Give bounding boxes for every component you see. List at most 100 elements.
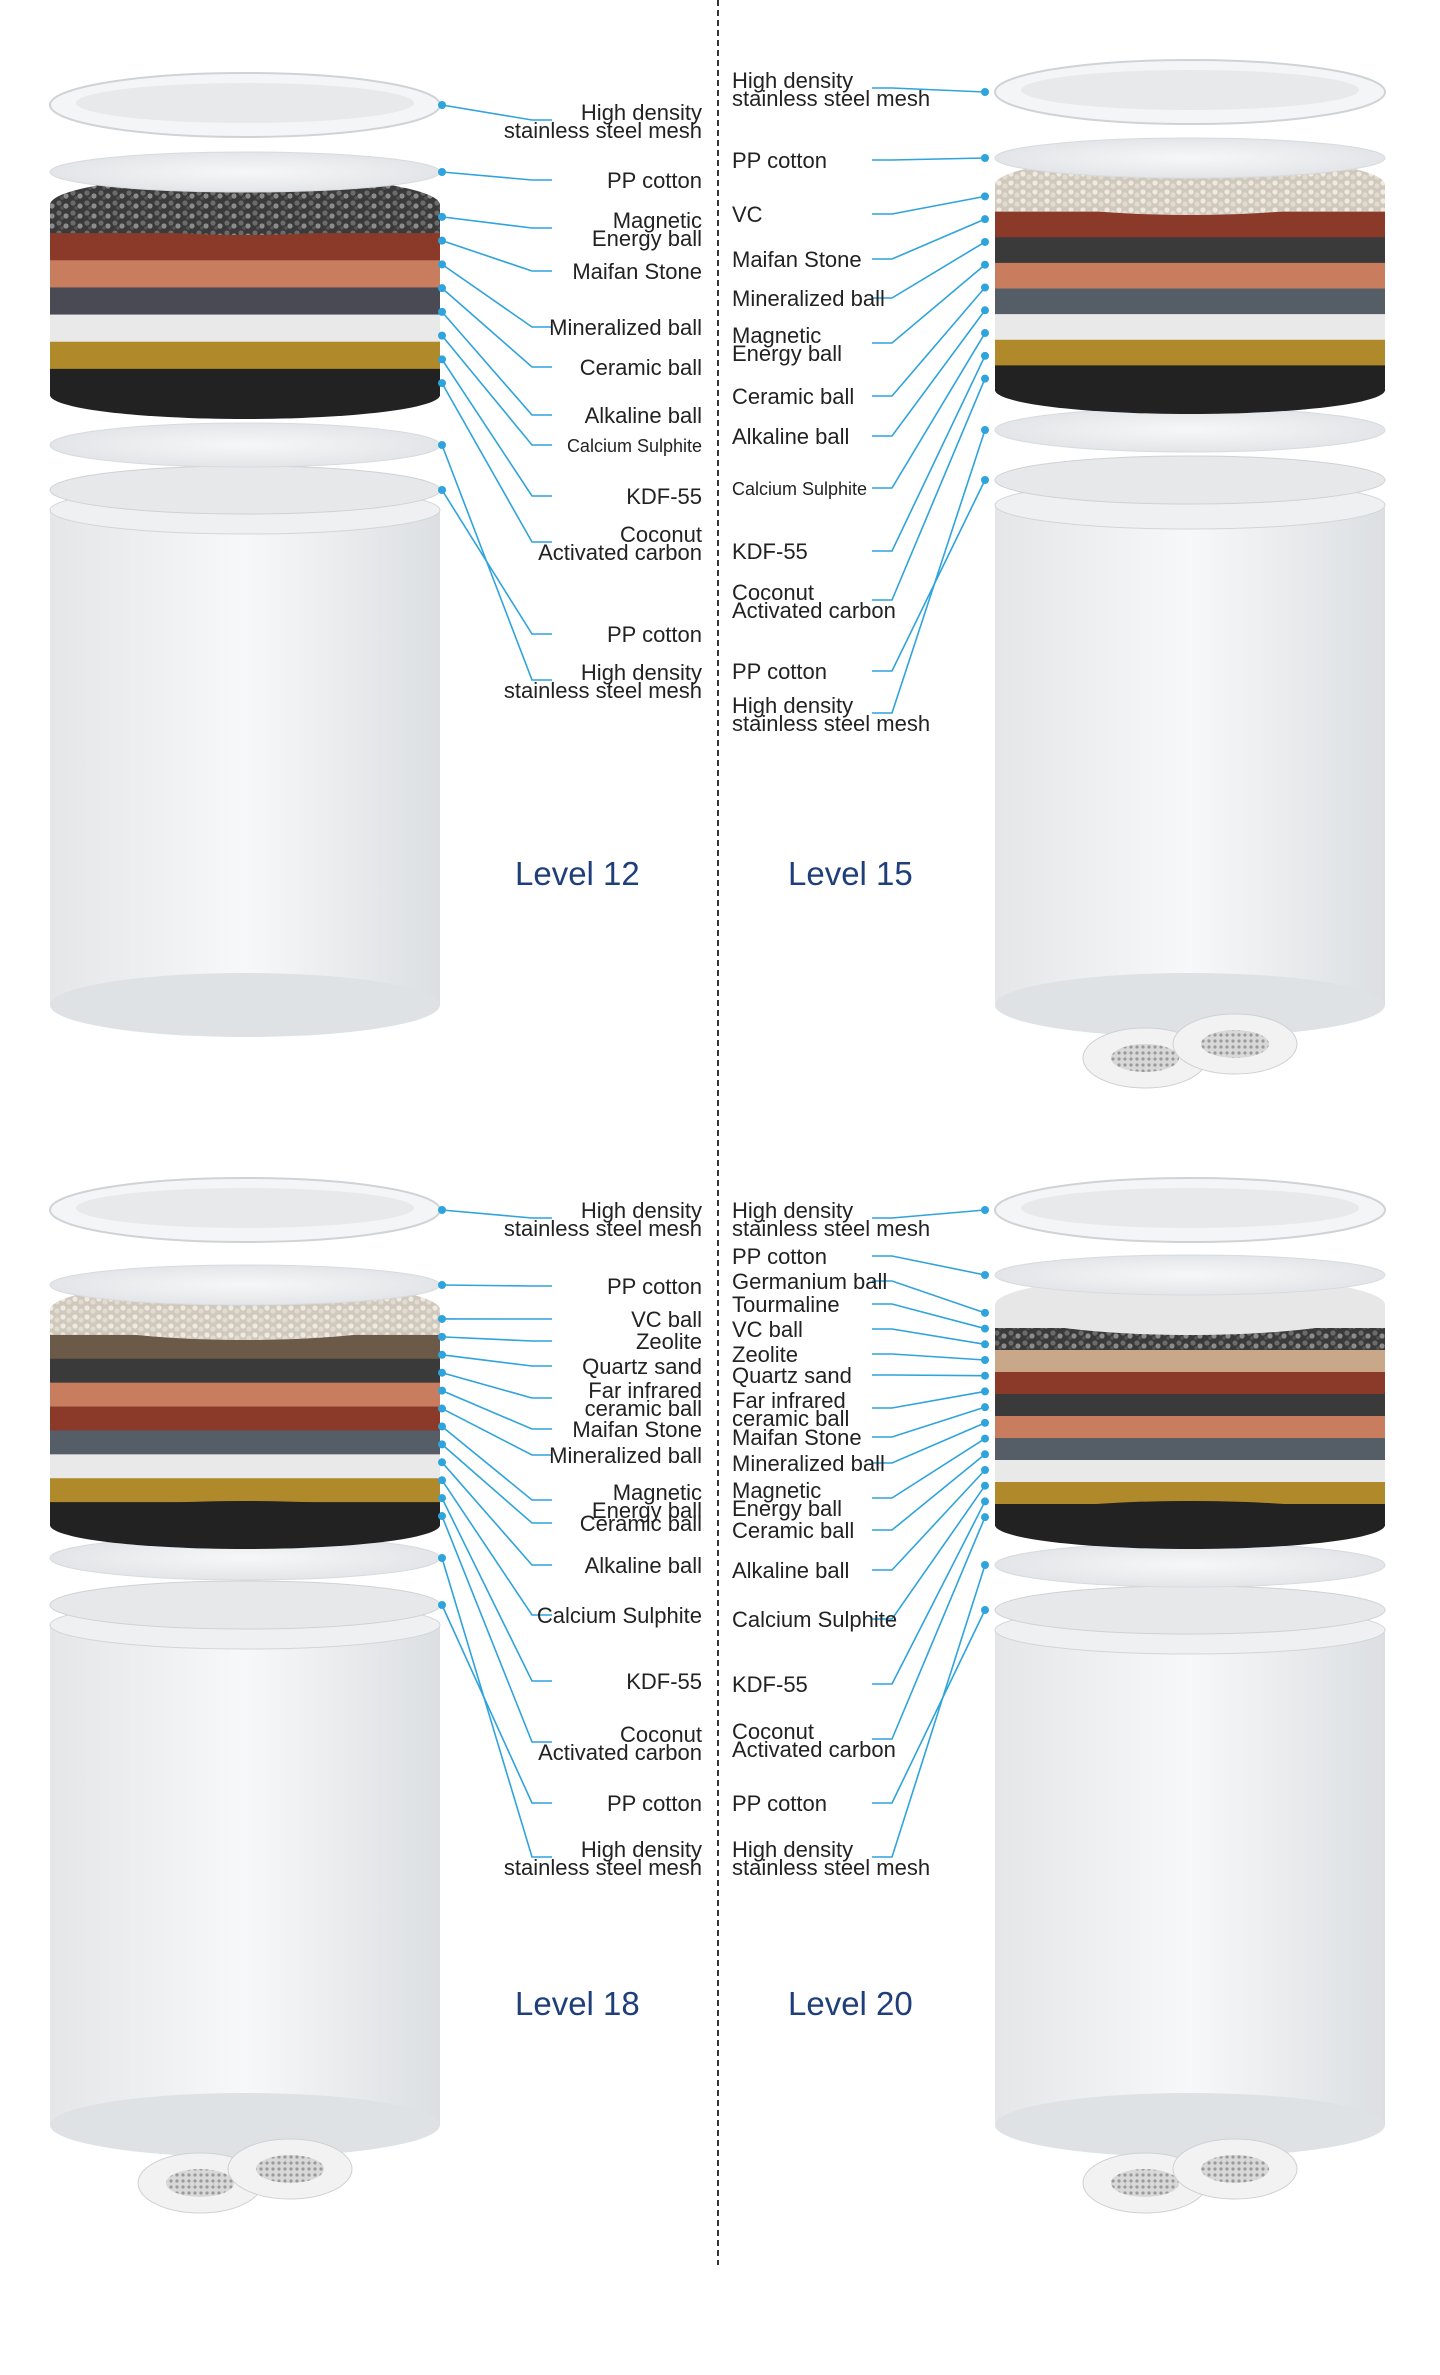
leader-line <box>872 1485 986 1620</box>
label-line: PP cotton <box>732 1244 827 1269</box>
label-line: Ceramic ball <box>732 384 855 409</box>
label-line: VC ball <box>631 1307 702 1332</box>
media-bottom <box>995 1501 1385 1549</box>
leader-dot <box>981 192 989 201</box>
leader-dot <box>981 426 989 434</box>
leader-line <box>872 241 986 299</box>
label-pp-cotton-bottom: PP cotton <box>607 624 702 646</box>
label-line: Mineralized ball <box>732 286 885 311</box>
leader-dot <box>438 1281 446 1289</box>
label-line: Calcium Sulphite <box>536 1603 702 1628</box>
leader-dot <box>438 284 446 293</box>
media-layer <box>995 1459 1385 1482</box>
label-line: PP cotton <box>732 148 827 173</box>
label-ceramic-ball: Ceramic ball <box>732 384 855 409</box>
label-pp-cotton-top: PP cotton <box>732 148 827 173</box>
housing-bottom <box>995 2093 1385 2157</box>
pp-cotton-top-disc <box>994 1254 1386 1296</box>
media-layer <box>50 286 440 315</box>
label-line: Quartz sand <box>582 1354 702 1379</box>
label-line: High density <box>580 1837 702 1862</box>
label-line: PP cotton <box>607 168 702 193</box>
label-vc-ball: VC ball <box>732 1319 803 1341</box>
leader-line <box>441 335 552 446</box>
leader-dot <box>981 1450 989 1459</box>
leader-line <box>441 1557 552 1858</box>
media-layer <box>995 1349 1385 1372</box>
label-line: Mineralized ball <box>732 1451 885 1476</box>
filter-housing <box>995 1630 1385 2125</box>
leader-line <box>872 1422 986 1464</box>
leader-line <box>872 1564 986 1858</box>
housing-bottom <box>995 973 1385 1037</box>
leader-dot <box>981 215 989 224</box>
leader-line <box>441 358 552 497</box>
leader-line <box>872 429 986 714</box>
leader-dot <box>438 1476 446 1485</box>
leader-line <box>872 1609 986 1804</box>
media-layer <box>50 340 440 369</box>
label-line: Activated carbon <box>732 598 896 623</box>
label-line: PP cotton <box>607 1791 702 1816</box>
leader-line <box>872 286 986 397</box>
label-line: Germanium ball <box>732 1269 888 1294</box>
leader-line <box>441 1515 552 1743</box>
leader-line <box>872 1353 986 1361</box>
leader-dot <box>981 1466 989 1474</box>
media-layer <box>995 338 1385 366</box>
leader-dot <box>981 1561 989 1569</box>
leader-dot <box>438 355 446 364</box>
leader-dot <box>438 212 446 221</box>
leader-dot <box>981 237 989 246</box>
lid-inner <box>76 83 414 123</box>
leader-dot <box>981 1308 989 1317</box>
leader-line <box>872 1390 986 1409</box>
label-line: stainless steel mesh <box>503 678 702 703</box>
label-line: stainless steel mesh <box>503 1855 702 1880</box>
label-line: Maifan Stone <box>572 259 702 284</box>
label-germanium-ball: Germanium ball <box>732 1269 888 1294</box>
leader-dot <box>981 1513 989 1522</box>
leader-dot <box>438 1422 446 1431</box>
label-calcium-sulphite: Calcium Sulphite <box>732 1609 897 1631</box>
mesh-disc <box>49 422 441 468</box>
label-line: Far infrared <box>588 1378 702 1403</box>
label-mineralized-ball: Mineralized ball <box>549 1445 702 1467</box>
label-line: Far infrared <box>732 1388 846 1413</box>
leader-line <box>872 1516 986 1740</box>
label-mineralized-ball: Mineralized ball <box>732 1451 885 1476</box>
label-zeolite: Zeolite <box>636 1331 702 1353</box>
leader-dot <box>981 1387 989 1396</box>
leader-line <box>441 1389 552 1430</box>
label-line: stainless steel mesh <box>732 86 931 111</box>
media-layer <box>995 1415 1385 1438</box>
label-line: stainless steel mesh <box>732 1216 931 1241</box>
leader-line <box>441 1461 552 1566</box>
washer-mesh <box>1201 2155 1269 2183</box>
leader-dot <box>438 1206 446 1214</box>
leader-dot <box>981 1340 989 1349</box>
leader-dot <box>981 1481 989 1490</box>
filter-level-15 <box>994 59 1386 1089</box>
label-maifan-stone: Maifan Stone <box>732 249 862 271</box>
leader-line <box>872 1209 986 1219</box>
leader-dot <box>438 1458 446 1467</box>
label-line: Magnetic <box>612 208 702 233</box>
label-tourmaline: Tourmaline <box>732 1294 840 1316</box>
leader-dot <box>438 1314 446 1323</box>
leader-line <box>441 1425 552 1501</box>
label-line: VC <box>732 202 763 227</box>
media-bottom <box>995 366 1385 414</box>
pp-cotton-disc <box>49 1580 441 1630</box>
